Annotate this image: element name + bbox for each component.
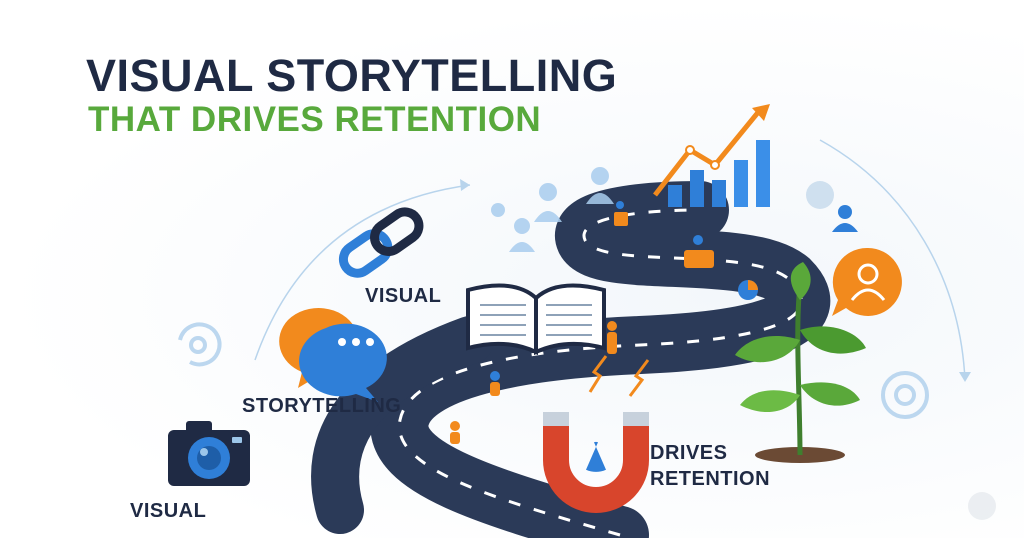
- refresh-cycle-icon: [178, 322, 222, 367]
- guide-arc-right: [819, 139, 966, 381]
- guide-arc-left: [254, 184, 471, 361]
- label-drives: DRIVES: [650, 442, 728, 464]
- headline-line-1: VISUAL STORYTELLING: [86, 50, 618, 101]
- corner-badge: [968, 492, 996, 520]
- open-book-icon: [466, 283, 606, 356]
- road-edge-left: [311, 316, 494, 534]
- gear-icon: [881, 371, 929, 419]
- globe-person-icon: [806, 181, 858, 232]
- camera-icon: [168, 421, 250, 486]
- growth-chart-icon: [653, 104, 770, 207]
- guide-arrow-right: [959, 372, 971, 382]
- user-badge-icon: [832, 247, 902, 316]
- traveler-figures: [450, 201, 714, 444]
- road-lane-markings: [397, 208, 803, 537]
- label-retention: RETENTION: [650, 468, 771, 490]
- sprout-icon: [735, 262, 866, 463]
- chain-link-icon: [338, 207, 424, 278]
- guide-arrow-left: [460, 179, 470, 191]
- magnet-icon: [543, 355, 650, 513]
- chat-bubbles-icon: [279, 308, 387, 402]
- label-visual-bottom: VISUAL: [130, 500, 207, 522]
- label-storytelling: STORYTELLING: [242, 395, 402, 417]
- people-network-icon: [491, 167, 614, 252]
- headline-line-2: THAT DRIVES RETENTION: [88, 100, 542, 139]
- label-visual-top: VISUAL: [365, 285, 442, 307]
- label-drives-retention: DRIVES RETENTION: [650, 440, 770, 492]
